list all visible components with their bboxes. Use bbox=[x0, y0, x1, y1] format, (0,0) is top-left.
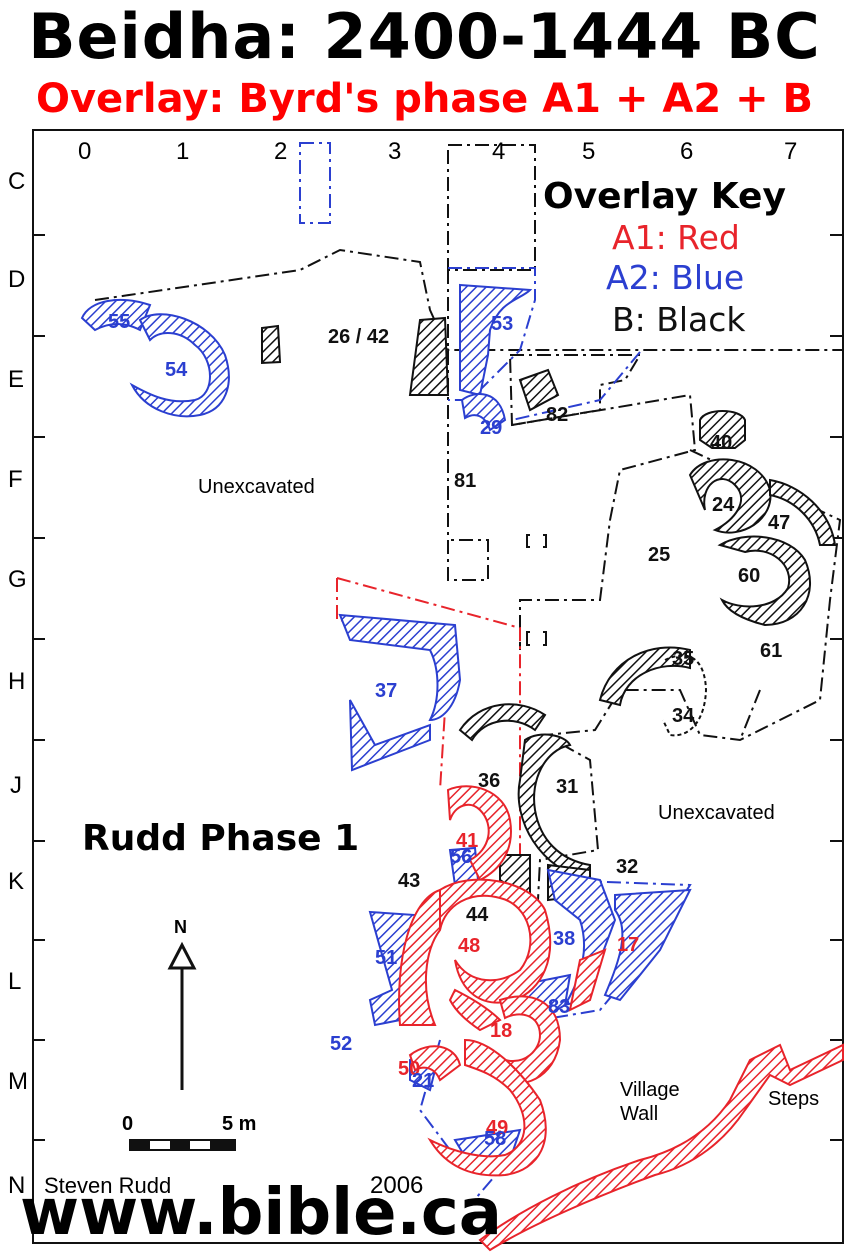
structure-label: 24 bbox=[712, 494, 735, 516]
structure-label: 61 bbox=[760, 640, 783, 662]
row-label: L bbox=[8, 968, 22, 995]
col-label: 4 bbox=[492, 138, 506, 165]
area-unexcavated-east: Unexcavated bbox=[658, 802, 775, 824]
structure-label: 37 bbox=[375, 680, 398, 702]
map-subtitle: Overlay: Byrd's phase A1 + A2 + B bbox=[35, 76, 814, 122]
col-label: 3 bbox=[388, 138, 402, 165]
phase-a1-walls bbox=[398, 785, 844, 1252]
key-item-a1: A1: Red bbox=[612, 218, 740, 257]
scale-start-label: 0 bbox=[122, 1113, 134, 1135]
structure-label: 26 / 42 bbox=[328, 326, 390, 348]
structure-label: 18 bbox=[490, 1020, 513, 1042]
structure-label: 53 bbox=[491, 313, 514, 335]
structure-label: 60 bbox=[738, 565, 761, 587]
row-label: D bbox=[8, 266, 26, 293]
author-credit: Steven Rudd bbox=[44, 1173, 172, 1198]
structure-label: 49 bbox=[486, 1117, 509, 1139]
structure-label: 32 bbox=[616, 856, 639, 878]
structure-label: 82 bbox=[546, 404, 569, 426]
overlay-key-title: Overlay Key bbox=[543, 176, 786, 217]
structure-label: 44 bbox=[466, 904, 489, 926]
structure-label: 52 bbox=[330, 1033, 353, 1055]
structure-label: 41 bbox=[456, 830, 479, 852]
row-label: F bbox=[8, 466, 23, 493]
structure-label: 54 bbox=[165, 359, 188, 381]
structure-label: 48 bbox=[458, 935, 481, 957]
row-label: K bbox=[8, 868, 25, 895]
structure-34-outline bbox=[662, 654, 708, 737]
phase-a2-walls bbox=[80, 283, 692, 1167]
key-item-b: B: Black bbox=[612, 300, 746, 339]
scale-bar bbox=[129, 1139, 236, 1151]
square-marks bbox=[526, 534, 547, 646]
structure-label: 55 bbox=[108, 311, 131, 333]
row-label: C bbox=[8, 168, 26, 195]
row-label: N bbox=[8, 1172, 26, 1199]
area-village-wall: Village Wall bbox=[620, 1079, 680, 1125]
row-label: G bbox=[8, 566, 27, 593]
structure-label: 38 bbox=[553, 928, 576, 950]
north-label: N bbox=[174, 917, 187, 937]
website-url: www.bible.ca bbox=[20, 1176, 502, 1250]
col-label: 5 bbox=[582, 138, 596, 165]
structure-label: 81 bbox=[454, 470, 477, 492]
row-label: M bbox=[8, 1068, 28, 1095]
structure-label: 50 bbox=[398, 1058, 421, 1080]
rudd-phase-label: Rudd Phase 1 bbox=[82, 818, 360, 859]
grid-ticks bbox=[33, 234, 843, 1141]
col-label: 7 bbox=[784, 138, 798, 165]
map-frame bbox=[32, 129, 844, 1244]
year-label: 2006 bbox=[370, 1172, 424, 1199]
phase-b-outlines bbox=[94, 144, 843, 901]
structure-label: 40 bbox=[710, 432, 733, 454]
structure-label: 56 bbox=[450, 846, 473, 868]
col-label: 0 bbox=[78, 138, 92, 165]
col-label: 6 bbox=[680, 138, 694, 165]
structure-label: 43 bbox=[398, 870, 421, 892]
area-unexcavated-west: Unexcavated bbox=[198, 476, 315, 498]
row-label: E bbox=[8, 366, 25, 393]
structure-label: 17 bbox=[617, 934, 640, 956]
row-label: J bbox=[10, 772, 22, 799]
structure-label: 34 bbox=[672, 705, 695, 727]
structure-label: 83 bbox=[548, 996, 571, 1018]
structure-label: 51 bbox=[375, 947, 398, 969]
row-label: H bbox=[8, 668, 26, 695]
structure-label: 47 bbox=[768, 512, 791, 534]
structure-label: 36 bbox=[478, 770, 501, 792]
area-steps: Steps bbox=[768, 1088, 820, 1110]
structure-label: 58 bbox=[484, 1128, 507, 1150]
structure-label: 29 bbox=[480, 417, 503, 439]
map-title: Beidha: 2400-1444 BC bbox=[28, 0, 821, 73]
structure-label: 25 bbox=[648, 544, 671, 566]
col-label: 1 bbox=[176, 138, 190, 165]
structure-label: 21 bbox=[412, 1070, 435, 1092]
key-item-a2: A2: Blue bbox=[606, 258, 745, 297]
col-label: 2 bbox=[274, 138, 288, 165]
structure-label: 35 bbox=[672, 648, 695, 670]
north-arrow bbox=[167, 941, 197, 1090]
structure-label: 31 bbox=[556, 776, 579, 798]
scale-end-label: 5 m bbox=[222, 1113, 257, 1135]
